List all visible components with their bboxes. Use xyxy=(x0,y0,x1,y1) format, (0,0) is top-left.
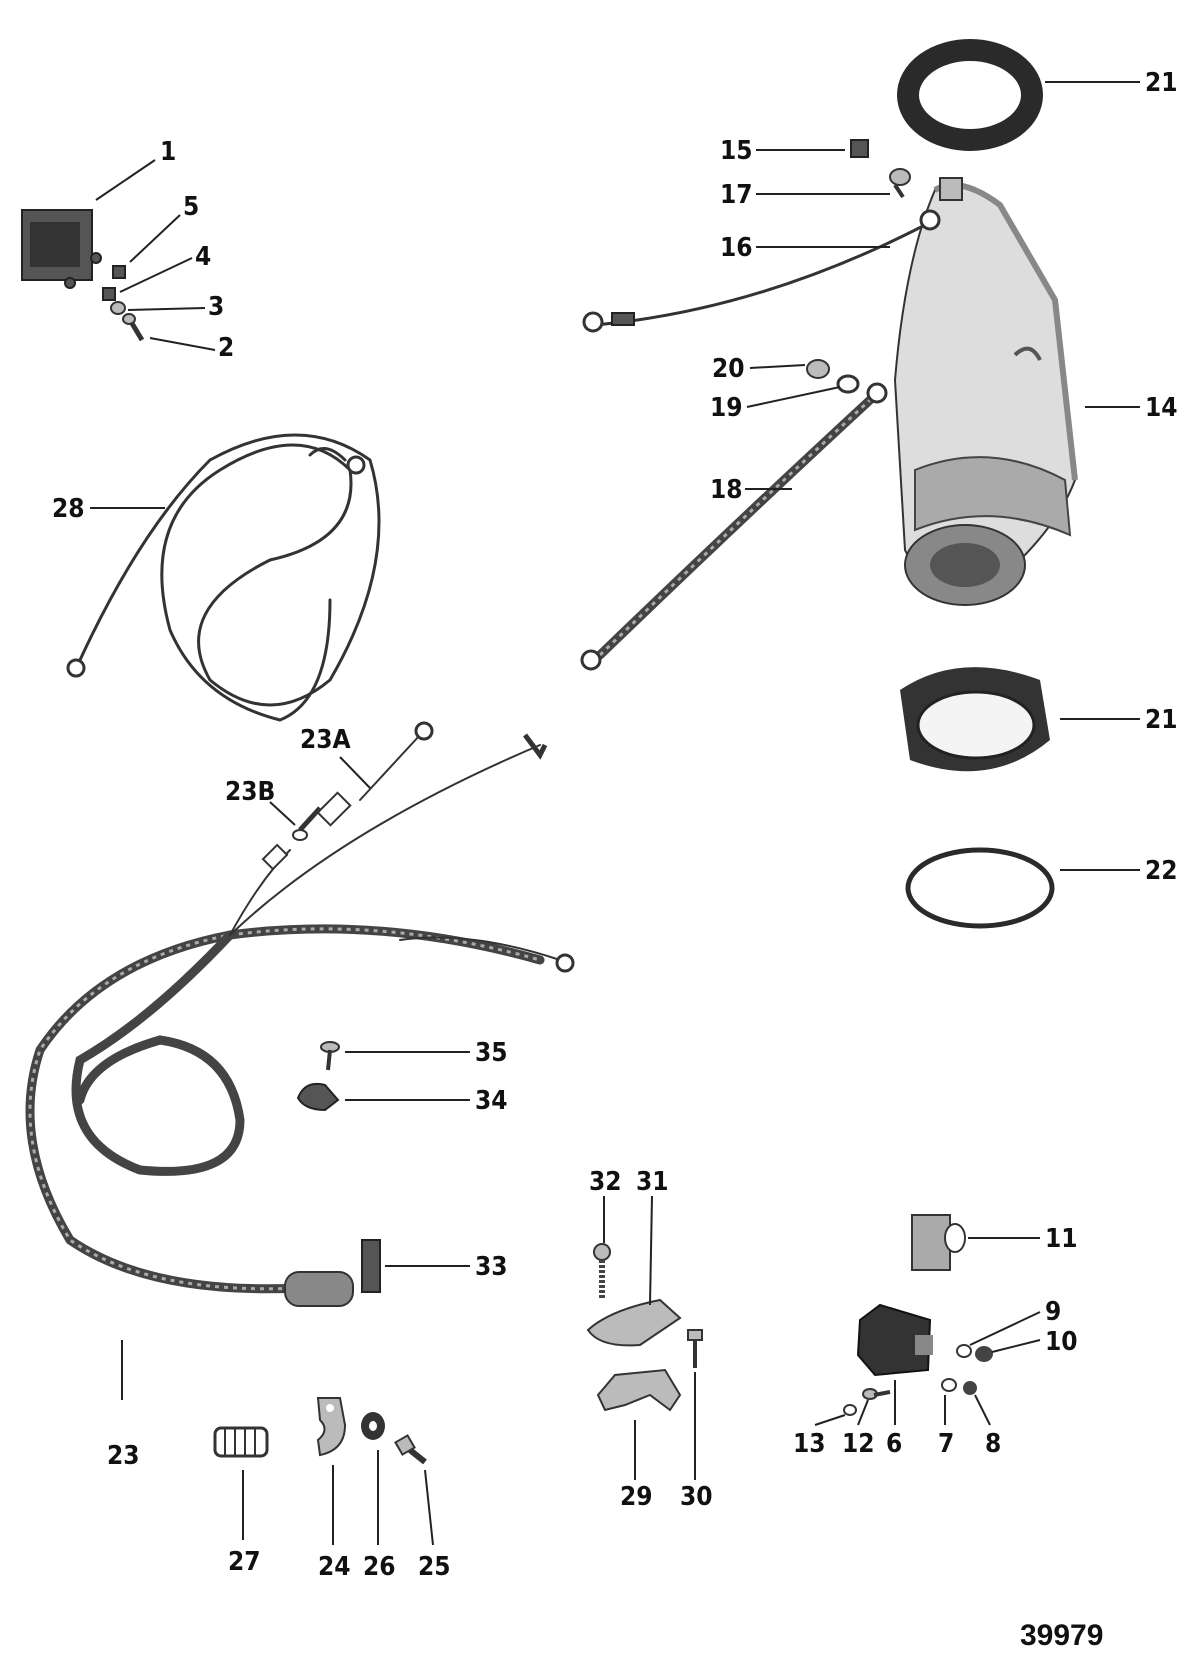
callout-22: 22 xyxy=(1145,856,1178,886)
leader-2 xyxy=(149,337,216,351)
part-29-clamp-bottom xyxy=(596,1368,682,1412)
part-34-clamp xyxy=(296,1082,340,1112)
part-24-bracket xyxy=(316,1397,347,1457)
callout-26: 26 xyxy=(363,1552,396,1582)
callout-15: 15 xyxy=(720,136,753,166)
callout-3: 3 xyxy=(208,292,224,322)
callout-11: 11 xyxy=(1045,1224,1078,1254)
part-17-washer xyxy=(889,168,911,199)
callout-30: 30 xyxy=(680,1482,713,1512)
leader-20 xyxy=(749,364,806,369)
part-32-screw xyxy=(593,1243,611,1300)
leader-9 xyxy=(969,1311,1041,1346)
callout-18: 18 xyxy=(710,475,743,505)
part-2-screw xyxy=(122,313,145,342)
part-3-washer xyxy=(110,301,126,315)
callout-9: 9 xyxy=(1045,1297,1061,1327)
leader-lines xyxy=(90,81,1140,1546)
callout-7: 7 xyxy=(938,1429,954,1459)
leader-31 xyxy=(649,1195,653,1306)
part-30-screw xyxy=(687,1329,703,1368)
part-23b-connector xyxy=(261,806,322,871)
part-4-nut xyxy=(102,287,116,301)
part-1-rectifier xyxy=(21,209,102,289)
callout-1: 1 xyxy=(160,137,176,167)
part-16-cable xyxy=(582,209,941,333)
callout-21-top: 21 xyxy=(1145,68,1178,98)
part-33-plate xyxy=(361,1239,381,1293)
callout-17: 17 xyxy=(720,180,753,210)
callout-19: 19 xyxy=(710,393,743,423)
leader-1 xyxy=(95,159,156,201)
part-21-collar-bottom xyxy=(900,667,1050,772)
callout-31: 31 xyxy=(636,1167,669,1197)
leader-23b xyxy=(269,801,296,826)
part-31-clamp-top xyxy=(586,1298,682,1347)
leader-8 xyxy=(974,1394,991,1426)
part-11-cover xyxy=(911,1214,966,1271)
callout-21-bottom: 21 xyxy=(1145,705,1178,735)
leader-3 xyxy=(127,307,206,311)
part-9-washer xyxy=(956,1344,972,1358)
part-27-spring xyxy=(213,1426,269,1458)
callout-14: 14 xyxy=(1145,393,1178,423)
part-23-harness xyxy=(25,733,575,1307)
callout-33: 33 xyxy=(475,1252,508,1282)
leader-10 xyxy=(991,1339,1041,1353)
part-25-bolt xyxy=(394,1434,427,1465)
part-10-nut xyxy=(975,1346,993,1362)
callout-32: 32 xyxy=(589,1167,622,1197)
callout-13: 13 xyxy=(793,1429,826,1459)
leader-5 xyxy=(129,214,181,263)
part-14-starter-motor xyxy=(893,177,1078,606)
callout-labels: 1 2 3 4 5 6 7 8 9 10 11 12 13 14 15 16 1… xyxy=(52,68,1178,1582)
part-8-nut xyxy=(963,1381,977,1395)
part-5-nut xyxy=(112,265,126,279)
callout-5: 5 xyxy=(183,192,199,222)
part-6-switch xyxy=(856,1303,933,1377)
part-26-washer xyxy=(361,1412,385,1440)
part-21-collar-top xyxy=(897,39,1043,151)
part-22-o-ring xyxy=(905,847,1055,929)
callout-8: 8 xyxy=(985,1429,1001,1459)
part-12-screw xyxy=(862,1388,891,1400)
figure-number: 39979 xyxy=(1020,1619,1103,1652)
part-13-washer xyxy=(843,1404,857,1416)
part-35-screw xyxy=(320,1041,340,1071)
part-23a-lead xyxy=(316,721,434,827)
part-28-cable xyxy=(66,433,381,722)
callout-34: 34 xyxy=(475,1086,508,1116)
callout-35: 35 xyxy=(475,1038,508,1068)
callout-12: 12 xyxy=(842,1429,875,1459)
callout-20: 20 xyxy=(712,354,745,384)
callout-27: 27 xyxy=(228,1547,261,1577)
leader-4 xyxy=(119,257,193,293)
callout-25: 25 xyxy=(418,1552,451,1582)
callout-16: 16 xyxy=(720,233,753,263)
callout-10: 10 xyxy=(1045,1327,1078,1357)
leader-13 xyxy=(814,1414,846,1426)
part-19-washer xyxy=(836,374,860,394)
part-18-cable xyxy=(580,382,888,671)
leader-12 xyxy=(857,1399,869,1426)
leader-25 xyxy=(424,1469,434,1546)
callout-28: 28 xyxy=(52,494,85,524)
callout-6: 6 xyxy=(886,1429,902,1459)
part-7-washer xyxy=(941,1378,957,1392)
callout-2: 2 xyxy=(218,333,234,363)
callout-29: 29 xyxy=(620,1482,653,1512)
callout-24: 24 xyxy=(318,1552,351,1582)
callout-4: 4 xyxy=(195,242,211,272)
leader-23a xyxy=(339,756,371,789)
callout-23b: 23B xyxy=(225,777,275,807)
part-15-nut xyxy=(850,139,869,158)
callout-23: 23 xyxy=(107,1441,140,1471)
callout-23a: 23A xyxy=(300,725,351,755)
part-20-nut xyxy=(806,359,830,379)
leader-19 xyxy=(746,386,841,408)
